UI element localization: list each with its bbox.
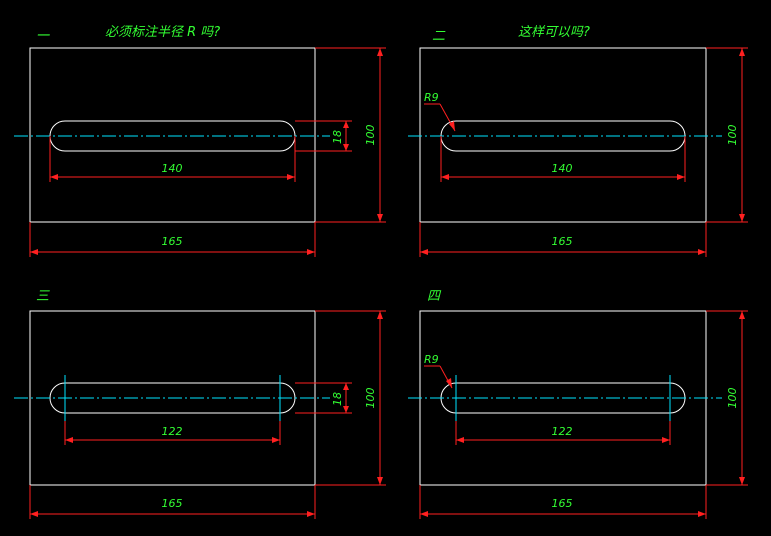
panel-question: 这样可以吗?	[518, 25, 590, 40]
slot-length-label: 140	[162, 162, 183, 175]
panel-number: 二	[432, 29, 446, 44]
overall-width-label: 165	[552, 497, 573, 510]
panel-4: 四 R9 122 165 100	[408, 289, 748, 519]
overall-width-label: 165	[162, 497, 183, 510]
slot-length-label: 122	[162, 425, 183, 438]
overall-height-label: 100	[364, 388, 377, 409]
panel-1: 一 必须标注半径 R 吗? 18 140 165 100	[14, 25, 386, 257]
plate-outline	[29, 310, 316, 486]
slot-outline	[440, 120, 686, 152]
panel-number: 三	[36, 289, 50, 304]
slot-length-label: 122	[552, 425, 573, 438]
panel-number: 四	[427, 289, 442, 304]
radius-label: R9	[424, 91, 439, 104]
panel-question: 必须标注半径 R 吗?	[105, 25, 220, 40]
overall-height-label: 100	[726, 388, 739, 409]
radius-label: R9	[424, 353, 439, 366]
plate-outline	[29, 47, 316, 223]
panel-3: 三 18 122 165 100	[14, 289, 386, 519]
slot-length-label: 140	[552, 162, 573, 175]
slot-outline	[49, 120, 296, 152]
overall-width-label: 165	[162, 235, 183, 248]
overall-height-label: 100	[364, 125, 377, 146]
panel-number: 一	[36, 29, 50, 44]
panel-2: 二 这样可以吗? R9 140 165 100	[408, 25, 748, 257]
plate-outline	[419, 47, 707, 223]
slot-width-label: 18	[331, 130, 344, 144]
overall-height-label: 100	[726, 125, 739, 146]
overall-width-label: 165	[552, 235, 573, 248]
slot-width-label: 18	[331, 392, 344, 406]
